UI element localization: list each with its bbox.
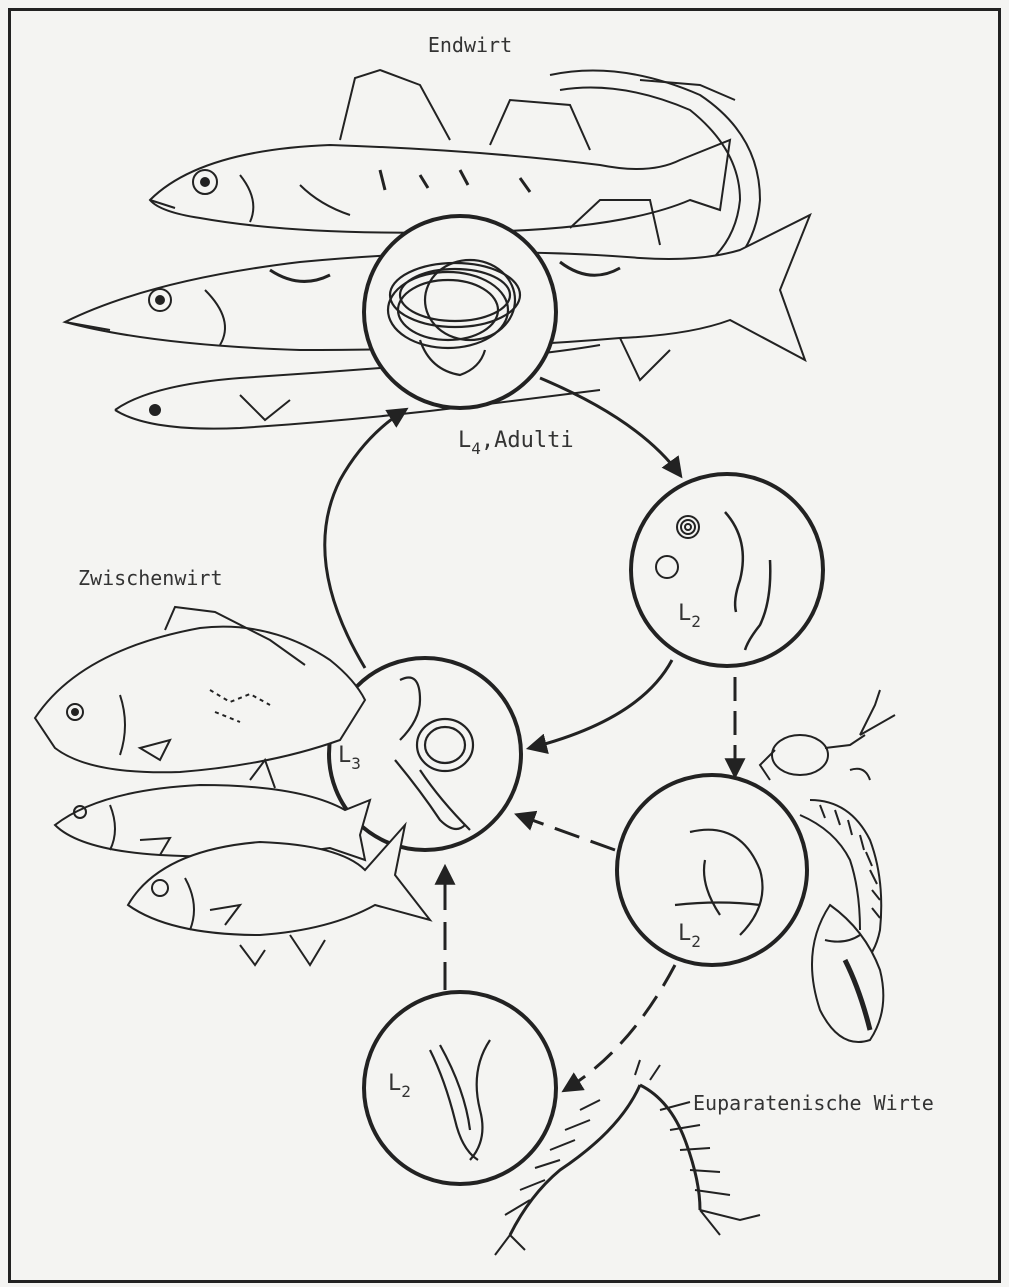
fish-icon xyxy=(55,760,370,860)
stage-l2-free-circle: L2 xyxy=(631,474,823,666)
arrow-copepod-to-paratenic xyxy=(565,965,675,1090)
label-endwirt: Endwirt xyxy=(428,33,512,57)
snail-icon xyxy=(812,905,883,1042)
arrow-adult-to-l2 xyxy=(540,378,680,475)
arrow-l3-to-adult xyxy=(325,410,405,668)
svg-text:L4,Adulti: L4,Adulti xyxy=(458,428,574,458)
copepod-icon xyxy=(760,690,895,780)
stage-adult-sub: 4 xyxy=(471,439,481,458)
stage-adult-letter: L xyxy=(458,428,471,453)
stage-adult-suffix: ,Adulti xyxy=(481,428,574,453)
fish-icon xyxy=(35,607,365,772)
stage-l2-copepod-circle: L2 xyxy=(617,775,807,965)
stage-adult-circle xyxy=(364,216,556,408)
arrow-copepod-to-l3 xyxy=(518,815,615,850)
stage-adult-label: L4,Adulti xyxy=(458,428,574,458)
label-euparatenische-wirte: Euparatenische Wirte xyxy=(693,1091,934,1115)
label-zwischenwirt: Zwischenwirt xyxy=(78,566,223,590)
arrow-l2-to-l3 xyxy=(530,660,672,748)
stage-l2-paratenic-circle: L2 xyxy=(364,992,556,1184)
